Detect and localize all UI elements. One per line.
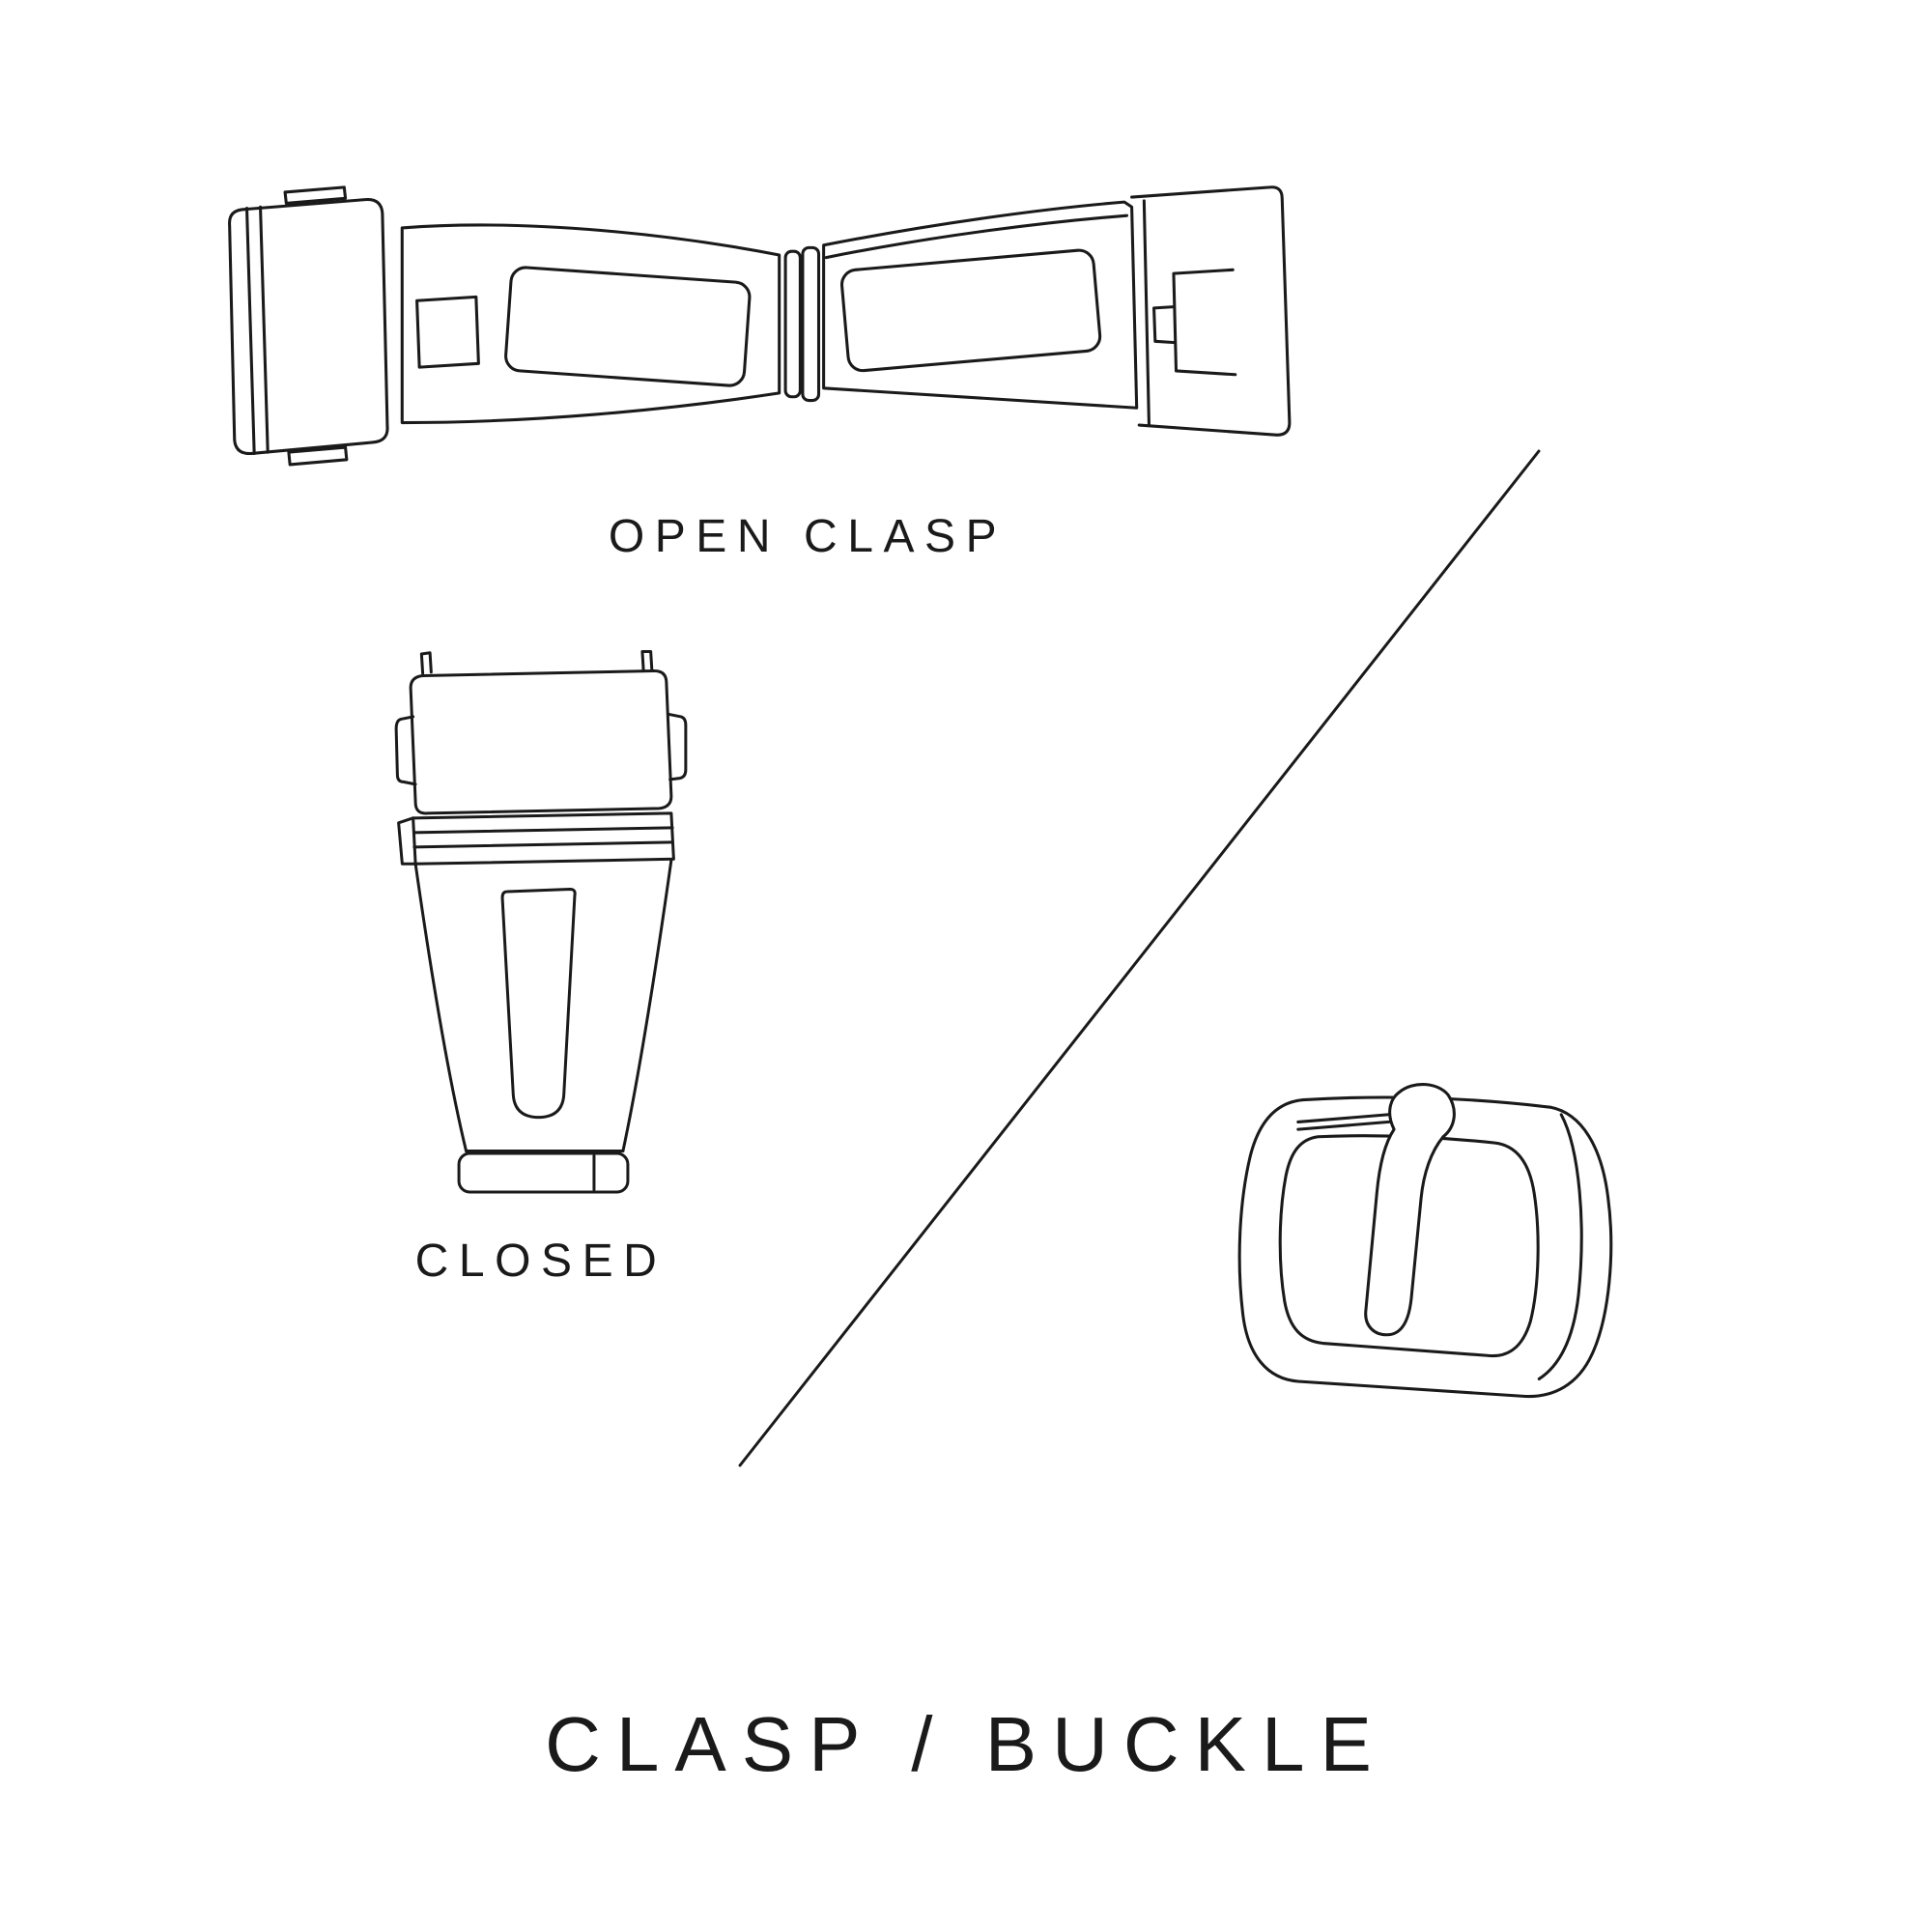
clasp-top-block-icon [394,668,688,815]
clasp-band-icon [397,811,675,866]
clasp-cover-icon [228,185,389,467]
clasp-prongs-icon [419,649,654,675]
clasp-hinge-icon [783,245,821,403]
closed-clasp-caption: CLOSED [414,1236,668,1287]
buckle-tongue-icon [1364,1083,1456,1337]
clasp-end-bar-icon [457,1151,630,1194]
diagram-title: CLASP / BUCKLE [545,1701,1387,1787]
closed-clasp-illustration [394,649,688,1194]
buckle-frame-icon [1237,1095,1613,1399]
open-clasp-illustration [228,185,1292,467]
clasp-left-blade-icon [400,223,781,425]
clasp-right-blade-icon [822,185,1292,437]
open-clasp-caption: OPEN CLASP [608,511,1008,562]
clasp-body-icon [413,859,673,1153]
tang-buckle-illustration [1237,1083,1613,1399]
